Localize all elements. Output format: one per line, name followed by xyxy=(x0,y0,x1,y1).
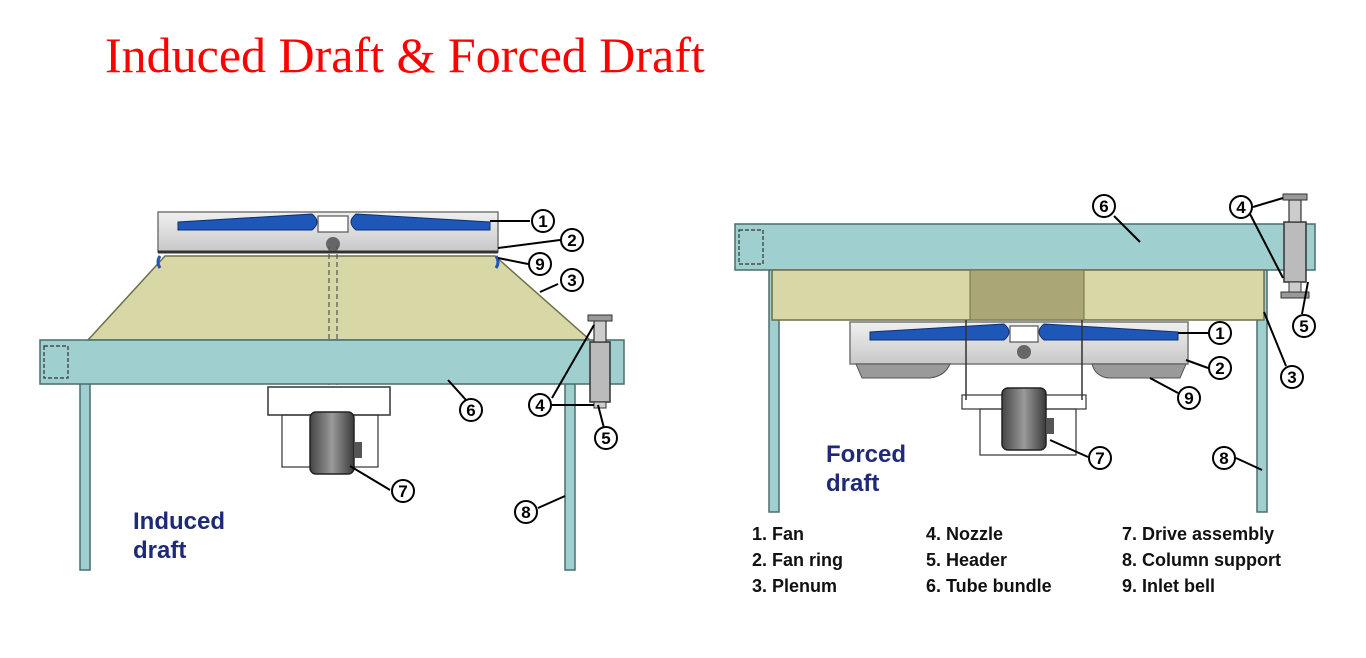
induced-callout-3: 3 xyxy=(560,268,584,292)
svg-text:8: 8 xyxy=(521,503,530,522)
legend-item-nozzle: 4. Nozzle xyxy=(926,524,1003,544)
legend-item-header: 5. Header xyxy=(926,550,1007,570)
induced-caption-line2: draft xyxy=(133,537,186,564)
legend-item-drive-assembly: 7. Drive assembly xyxy=(1122,524,1274,544)
forced-callout-7: 7 xyxy=(1088,446,1112,470)
svg-text:9: 9 xyxy=(535,255,544,274)
svg-text:5: 5 xyxy=(1299,317,1308,336)
forced-callout-2: 2 xyxy=(1208,356,1232,380)
induced-header xyxy=(589,341,611,403)
legend: 1. Fan 2. Fan ring 3. Plenum 4. Nozzle 5… xyxy=(752,524,1281,596)
svg-text:2: 2 xyxy=(567,231,576,250)
svg-text:2: 2 xyxy=(1215,359,1224,378)
induced-callout-5: 5 xyxy=(594,426,618,450)
svg-text:3: 3 xyxy=(1287,368,1296,387)
forced-draft-unit: 6 4 5 3 1 2 9 7 8 Forced draft xyxy=(734,193,1316,513)
forced-callout-9: 9 xyxy=(1177,386,1201,410)
svg-text:7: 7 xyxy=(1095,449,1104,468)
induced-callout-2: 2 xyxy=(560,228,584,252)
svg-text:3: 3 xyxy=(567,271,576,290)
legend-item-plenum: 3. Plenum xyxy=(752,576,837,596)
svg-text:1: 1 xyxy=(538,212,547,231)
svg-text:6: 6 xyxy=(1099,197,1108,216)
induced-fan-blade-right xyxy=(350,213,491,231)
forced-tube-bundle xyxy=(734,223,1316,271)
induced-callout-1: 1 xyxy=(531,209,555,233)
induced-tube-bundle xyxy=(39,339,625,385)
svg-text:6: 6 xyxy=(466,401,475,420)
induced-callout-4: 4 xyxy=(528,393,552,417)
page-title: Induced Draft & Forced Draft xyxy=(105,27,705,83)
forced-motor xyxy=(1001,387,1047,451)
svg-text:9: 9 xyxy=(1184,389,1193,408)
legend-item-column-support: 8. Column support xyxy=(1122,550,1281,570)
forced-fan-blade-right xyxy=(1038,323,1179,341)
induced-column-left xyxy=(79,379,91,571)
svg-text:7: 7 xyxy=(398,482,407,501)
svg-text:1: 1 xyxy=(1215,324,1224,343)
induced-callout-9: 9 xyxy=(528,252,552,276)
svg-text:4: 4 xyxy=(1236,198,1246,217)
forced-callout-1: 1 xyxy=(1208,321,1232,345)
legend-item-fan: 1. Fan xyxy=(752,524,804,544)
forced-callout-6: 6 xyxy=(1092,194,1116,218)
induced-callout-8: 8 xyxy=(514,500,538,524)
forced-callout-8: 8 xyxy=(1212,446,1236,470)
induced-callout-6: 6 xyxy=(459,398,483,422)
forced-callout-3: 3 xyxy=(1280,365,1304,389)
forced-callout-5: 5 xyxy=(1292,314,1316,338)
forced-inlet-bell-left xyxy=(855,363,951,379)
forced-caption-line1: Forced xyxy=(826,441,906,468)
forced-fan-blade-left xyxy=(869,323,1010,341)
induced-column-right xyxy=(564,379,576,571)
svg-text:4: 4 xyxy=(535,396,545,415)
forced-header xyxy=(1283,221,1307,283)
induced-plenum xyxy=(86,255,592,341)
legend-item-tube-bundle: 6. Tube bundle xyxy=(926,576,1052,596)
induced-inlet-bell xyxy=(156,255,500,269)
forced-callout-4: 4 xyxy=(1229,195,1253,219)
induced-caption-line1: Induced xyxy=(133,508,225,535)
induced-fan-blade-left xyxy=(177,213,318,231)
legend-item-fan-ring: 2. Fan ring xyxy=(752,550,843,570)
svg-text:8: 8 xyxy=(1219,449,1228,468)
induced-draft-unit: 1 2 9 3 4 5 6 7 8 Induced draft xyxy=(39,209,625,571)
induced-motor xyxy=(309,411,355,475)
forced-caption-line2: draft xyxy=(826,470,879,497)
induced-callout-7: 7 xyxy=(391,479,415,503)
svg-text:5: 5 xyxy=(601,429,610,448)
forced-inlet-bell-right xyxy=(1091,363,1187,379)
legend-item-inlet-bell: 9. Inlet bell xyxy=(1122,576,1215,596)
